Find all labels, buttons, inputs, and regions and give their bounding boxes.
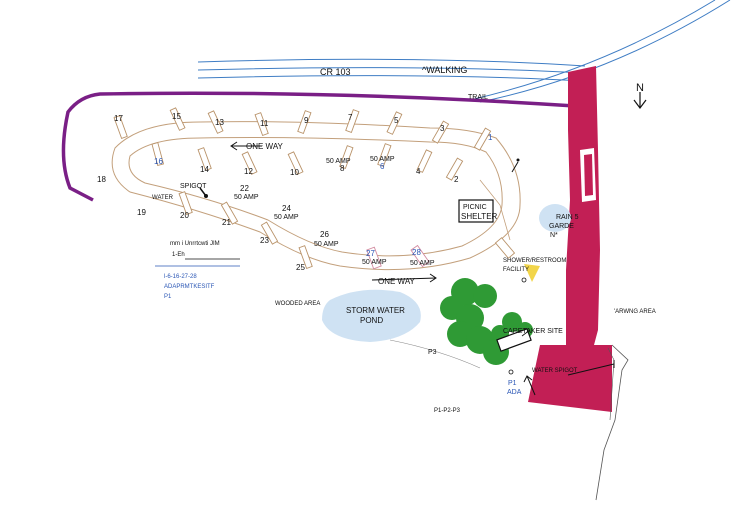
site-number-27: 27 <box>366 249 375 258</box>
amp-label-5: 50 AMP <box>314 241 339 248</box>
county-road <box>197 58 586 82</box>
site-number-23: 23 <box>260 236 269 245</box>
site-number-22: 22 <box>240 184 249 193</box>
site-number-13: 13 <box>215 118 224 127</box>
site-number-6: 6 <box>380 162 385 171</box>
p1-label: P1 <box>508 380 517 387</box>
water-spigot-label: WATER SPIGOT <box>532 368 578 374</box>
site-number-12: 12 <box>244 167 253 176</box>
site-number-8: 8 <box>340 164 345 173</box>
shower-label-1: SHOWER/RESTROOM <box>503 258 566 264</box>
site-number-21: 21 <box>222 218 231 227</box>
campsite-pads <box>113 107 516 270</box>
amp-label-7: 50 AMP <box>410 260 435 267</box>
campground-loop <box>111 121 521 271</box>
picnic-label: PICNIC <box>463 204 487 211</box>
site-number-5: 5 <box>394 116 399 125</box>
one-way-label-bottom: ONE WAY <box>378 277 416 286</box>
p3-label: P3 <box>428 349 437 356</box>
amp-label-3: 50 AMP <box>234 194 259 201</box>
pond-label-1: STORM WATER <box>346 306 405 315</box>
north-arrow-icon <box>633 92 647 109</box>
site-number-2: 2 <box>454 175 459 184</box>
walking-label: ^WALKING <box>422 65 467 75</box>
rain-garden <box>539 204 571 232</box>
site-1-marker <box>511 158 520 173</box>
caretaker-site-pad <box>496 328 532 352</box>
site-number-28: 28 <box>412 248 421 257</box>
trail-label: TRAIL <box>468 94 488 101</box>
rain-garden-label-2: GARDE <box>549 223 574 230</box>
road-label: CR 103 <box>320 67 351 77</box>
p1p2p3-label: P1-P2-P3 <box>434 408 461 414</box>
amp-label-6: 50 AMP <box>362 259 387 266</box>
access-road <box>566 66 600 345</box>
one-way-label-top: ONE WAY <box>246 142 284 151</box>
water-label: WATER <box>152 195 174 201</box>
site-number-4: 4 <box>416 167 421 176</box>
site-number-17: 17 <box>114 114 123 123</box>
site-number-3: 3 <box>440 124 445 133</box>
pond-edge <box>389 339 481 369</box>
legend-line-4: ADAPRMTKESITF <box>164 284 215 290</box>
site-number-9: 9 <box>304 116 309 125</box>
spigot-label: SPIGOT <box>180 183 207 190</box>
caretaker-label: CARETAKER SITE <box>503 328 563 335</box>
site-number-14: 14 <box>200 165 209 174</box>
legend-line-2: 1-Eh <box>172 252 185 258</box>
spigot-marker <box>199 187 208 198</box>
shelter-label: SHELTER <box>461 212 498 221</box>
legend-line-1: mm i Unrrtcwti JIM <box>170 241 220 247</box>
legend-marks <box>155 258 240 267</box>
site-number-1: 1 <box>488 133 493 142</box>
site-number-26: 26 <box>320 230 329 239</box>
picnic-shelter-box <box>458 199 494 223</box>
caretaker-leader <box>521 329 531 337</box>
site-number-18: 18 <box>97 175 106 184</box>
ada-label: ADA <box>507 389 522 396</box>
tree-grove <box>440 278 533 365</box>
parking-label: 'ARWNG AREA <box>614 309 656 315</box>
amp-label-2: 50 AMP <box>370 156 395 163</box>
water-spigot-marker <box>567 360 615 376</box>
site-number-7: 7 <box>348 113 353 122</box>
site-number-25: 25 <box>296 263 305 272</box>
one-way-arrow-bottom <box>371 273 437 283</box>
facility-point <box>521 277 527 283</box>
site-number-19: 19 <box>137 208 146 217</box>
north-label: N <box>636 82 644 94</box>
site-number-16: 16 <box>154 157 163 166</box>
ada-arrow <box>508 369 536 396</box>
rain-garden-label-1: RAIN 5 <box>556 214 579 221</box>
walking-trail <box>61 91 576 202</box>
curved-road <box>469 0 731 103</box>
site-number-10: 10 <box>290 168 299 177</box>
shower-label-2: FACILITY <box>503 267 529 273</box>
pond-label-2: POND <box>360 316 383 325</box>
legend-line-5: P1 <box>164 294 172 300</box>
wooded-label: WOODED AREA <box>275 301 320 307</box>
legend-line-3: l-6-16-27-28 <box>164 274 197 280</box>
storm-water-pond <box>322 289 421 342</box>
site-number-24: 24 <box>282 204 291 213</box>
amp-label-4: 50 AMP <box>274 214 299 221</box>
amp-label-1: 50 AMP <box>326 158 351 165</box>
shelter-path <box>479 179 511 241</box>
site-number-20: 20 <box>180 211 189 220</box>
site-number-15: 15 <box>172 112 181 121</box>
site-number-11: 11 <box>260 119 269 128</box>
one-way-arrow-top <box>230 141 262 151</box>
rain-garden-label-3: N* <box>550 232 558 239</box>
shower-marker <box>524 264 540 282</box>
